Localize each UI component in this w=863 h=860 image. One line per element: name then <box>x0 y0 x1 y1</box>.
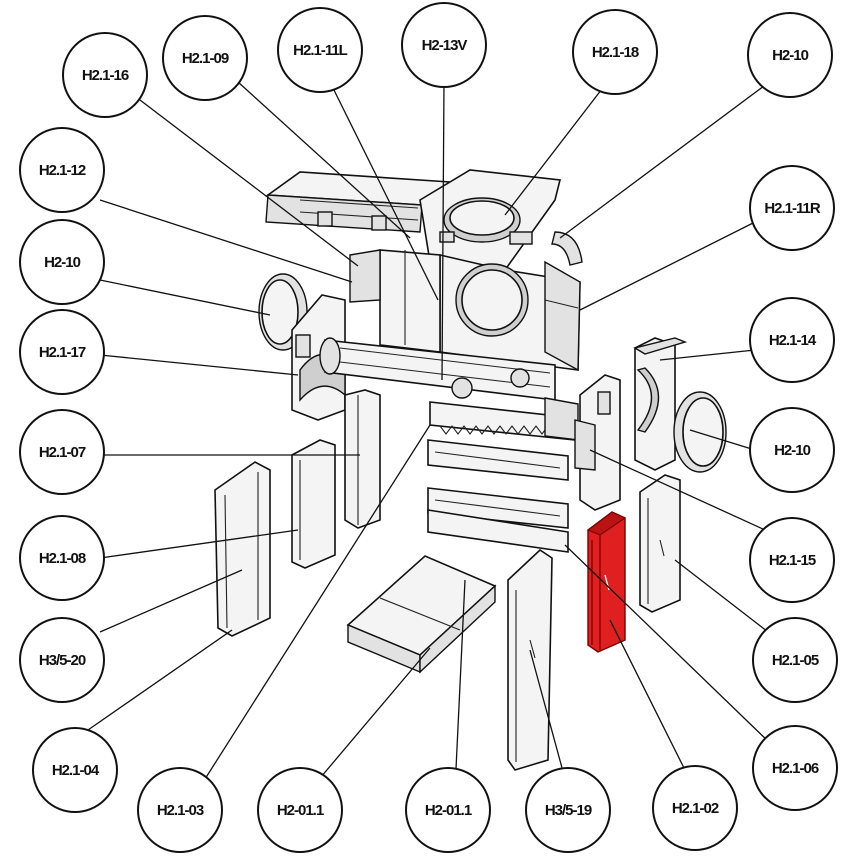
highlighted-part <box>586 511 627 653</box>
callout-h2-1-14: H2.1-14 <box>749 297 835 383</box>
callout-label: H2.1-06 <box>772 760 819 777</box>
callout-h2-10-left: H2-10 <box>19 219 105 305</box>
callout-label: H2.1-02 <box>672 800 719 817</box>
callout-label: H2-01.1 <box>277 802 324 819</box>
part-toothed-rail <box>429 397 579 441</box>
callout-h2-1-15: H2.1-15 <box>749 517 835 603</box>
part-right-disc <box>673 391 727 473</box>
callout-label: H2.1-04 <box>52 762 100 779</box>
part-main-back-wall <box>439 253 581 372</box>
callout-label: H2.1-08 <box>39 550 86 567</box>
part-right-side-block <box>574 374 621 511</box>
callout-label: H2.1-17 <box>39 344 86 361</box>
callout-label: H2-10 <box>44 254 81 271</box>
callout-label: H2.1-15 <box>769 552 816 569</box>
callout-h2-10-top: H2-10 <box>747 12 833 98</box>
callout-h2-1-12: H2.1-12 <box>19 127 105 213</box>
callout-label: H3/5-19 <box>545 802 592 819</box>
callout-label: H2-01.1 <box>425 802 472 819</box>
callout-h2-1-03: H2.1-03 <box>137 767 223 853</box>
callout-h2-1-08: H2.1-08 <box>19 515 105 601</box>
callout-h2-01-1-left: H2-01.1 <box>257 767 343 853</box>
part-middle-bar-3 <box>427 509 569 553</box>
callout-label: H2.1-18 <box>592 44 639 61</box>
callout-label: H2.1-14 <box>769 332 817 349</box>
callout-label: H2.1-03 <box>157 802 204 819</box>
part-floor-plate <box>346 555 497 674</box>
callout-h2-1-16: H2.1-16 <box>62 32 148 118</box>
part-bottom-front-slab <box>507 548 553 771</box>
callout-label: H2-10 <box>772 47 809 64</box>
callout-h3-5-20: H3/5-20 <box>19 617 105 703</box>
part-right-top-flange <box>551 231 583 266</box>
parts-drawing <box>214 169 727 771</box>
part-right-front-panel <box>633 337 688 471</box>
part-left-slab-08 <box>291 439 336 569</box>
callout-h2-1-11r: H2.1-11R <box>749 165 835 251</box>
callout-label: H2.1-07 <box>39 444 86 461</box>
callout-h2-1-18: H2.1-18 <box>572 9 658 95</box>
callout-h2-1-09: H2.1-09 <box>162 15 248 101</box>
callout-label: H2.1-09 <box>182 50 229 67</box>
callout-label: H2.1-12 <box>39 162 86 179</box>
callout-h2-01-1-right: H2-01.1 <box>405 767 491 853</box>
callout-label: H2-13V <box>422 37 468 54</box>
part-middle-bar-2 <box>427 487 569 529</box>
leader-lines <box>87 79 773 791</box>
callouts: H2.1-16 H2.1-09 H2.1-11L H2-13V H2.1-18 … <box>19 2 838 853</box>
part-central-upright <box>349 249 441 353</box>
part-left-slab-20 <box>214 461 271 637</box>
callout-h2-13v: H2-13V <box>401 2 487 88</box>
callout-label: H3/5-20 <box>39 652 86 669</box>
callout-label: H2.1-16 <box>82 67 129 84</box>
callout-h2-10-right: H2-10 <box>749 407 835 493</box>
part-top-rear-beam <box>265 171 453 233</box>
callout-h2-1-11l: H2.1-11L <box>277 7 363 93</box>
callout-label: H2.1-11R <box>764 200 821 217</box>
callout-h2-1-06: H2.1-06 <box>752 725 838 811</box>
part-right-slab-05 <box>639 474 681 613</box>
callout-h2-1-05: H2.1-05 <box>752 617 838 703</box>
part-left-slab-07 <box>344 389 381 529</box>
part-middle-bar-1 <box>427 439 569 481</box>
part-horizontal-tube <box>319 337 556 401</box>
callout-h2-1-02: H2.1-02 <box>652 765 738 851</box>
callout-h3-5-19: H3/5-19 <box>525 767 611 853</box>
callout-h2-1-04: H2.1-04 <box>32 727 118 813</box>
callout-label: H2.1-11L <box>293 42 348 59</box>
callout-h2-1-17: H2.1-17 <box>19 309 105 395</box>
callout-label: H2.1-05 <box>772 652 819 669</box>
callout-h2-1-07: H2.1-07 <box>19 409 105 495</box>
callout-label: H2-10 <box>774 442 811 459</box>
